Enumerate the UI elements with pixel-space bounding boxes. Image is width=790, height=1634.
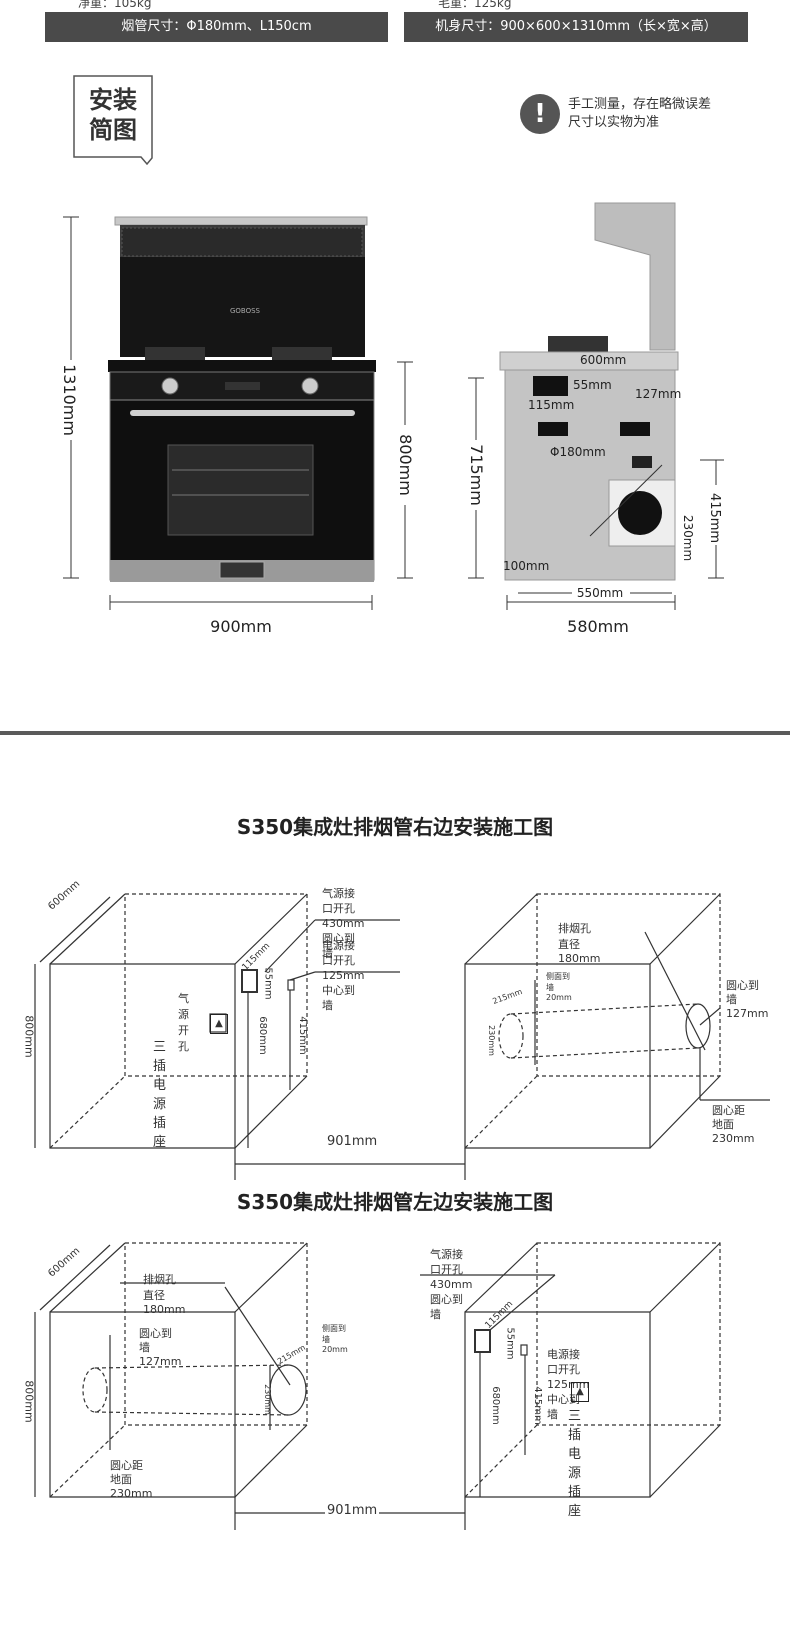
left-center-wall-l2: 127mm (139, 1355, 182, 1368)
section-divider (0, 731, 790, 735)
left-height-label: 800mm (22, 1380, 36, 1423)
left-install-diagram (34, 1242, 721, 1530)
side-depth-top-label: 600mm (580, 353, 626, 367)
left-power-hole-l1: 电源接口开孔 (547, 1348, 580, 1376)
right-gas-hole-l1: 气源接口开孔 (322, 887, 355, 915)
right-d680: 680mm (256, 1016, 268, 1055)
left-side-wall: 侧面到墙20mm (322, 1324, 348, 1354)
right-d55: 55mm (262, 967, 274, 1000)
body-size-bar: 机身尺寸：900×600×1310mm（长×宽×高） (404, 12, 748, 42)
notice-line-1: 手工测量，存在略微误差 (568, 97, 712, 112)
side-pipe-box-label: 230mm (681, 515, 695, 561)
side-pipe-center-label: 415mm (707, 493, 722, 543)
flue-size-bar: 烟管尺寸：Φ180mm、L150cm (45, 12, 388, 42)
left-gas-hole-l2: 430mm圆心到墙 (430, 1278, 473, 1321)
right-socket-label: 三插电源插座 (153, 1040, 167, 1150)
left-center-floor-l1: 圆心距地面 (110, 1459, 143, 1486)
right-power-hole-l1: 电源接口开孔 (322, 939, 355, 967)
product-dimension-drawing: GOBOSS 1310mm 800mm 900mm 600mm 55mm 115… (60, 202, 727, 636)
right-side-wall: 侧面到墙20mm (546, 972, 572, 1002)
left-center-floor-l2: 230mm (110, 1487, 153, 1500)
install-title: 安装 简图 (89, 86, 137, 144)
right-install-diagram (34, 893, 770, 1180)
side-inner-width-label: 550mm (577, 586, 623, 600)
left-d55: 55mm (504, 1327, 516, 1360)
front-body-height-label: 800mm (396, 434, 415, 496)
side-hole-w-label: 115mm (528, 398, 574, 412)
left-exhaust-dia: 排烟孔直径180mm (143, 1273, 186, 1316)
exclamation-icon: ! (520, 94, 560, 134)
left-d415: 415mm (531, 1386, 543, 1425)
notice-line-2: 尺寸以实物为准 (568, 115, 660, 130)
right-center-wall-l2: 127mm (726, 1007, 769, 1020)
side-depth-label: 580mm (567, 617, 629, 636)
right-gas-hole-l2: 430mm圆心到墙 (322, 917, 365, 960)
right-height-label: 800mm (22, 1015, 36, 1058)
right-exhaust-dia: 排烟孔直径180mm (558, 922, 601, 965)
right-power-hole-l2: 125mm中心到墙 (322, 969, 365, 1012)
side-hole-h-label: 55mm (573, 378, 612, 392)
right-d901: 901mm (325, 1134, 380, 1149)
left-d680: 680mm (489, 1386, 501, 1425)
left-d230: 230mm (262, 1384, 272, 1415)
left-socket-label: 三插电源插座 (568, 1409, 582, 1519)
power-socket-icon: ▲ (210, 1014, 228, 1034)
right-gas-label: 气源开孔 (178, 992, 189, 1053)
left-gas-hole-l1: 气源接口开孔 (430, 1248, 463, 1276)
left-center-wall-l1: 圆心到墙 (139, 1327, 172, 1354)
front-width-label: 900mm (210, 617, 272, 636)
weight-gross-text: 毛重：125kg (438, 0, 512, 10)
side-offset-label: 127mm (635, 387, 681, 401)
right-center-wall-l1: 圆心到墙 (726, 979, 759, 1006)
front-height-label: 1310mm (60, 364, 79, 436)
right-center-floor-l2: 230mm (712, 1132, 755, 1145)
weight-net-text: 净重：105kg (78, 0, 152, 10)
install-title-box: 安装 简图 (73, 75, 153, 165)
right-center-floor-l1: 圆心距地面 (712, 1104, 745, 1131)
side-pipe-dia-label: Φ180mm (550, 445, 606, 459)
right-install-title: S350集成灶排烟管右边安装施工图 (236, 815, 554, 839)
power-socket-icon: ▲ (571, 1382, 589, 1402)
side-total-height-label: 715mm (467, 444, 486, 506)
right-d415: 415mm (296, 1016, 308, 1055)
left-d901: 901mm (325, 1503, 380, 1518)
right-d230: 230mm (486, 1025, 496, 1056)
left-install-title: S350集成灶排烟管左边安装施工图 (236, 1190, 554, 1214)
brand-logo: GOBOSS (230, 307, 261, 315)
side-base-label: 100mm (503, 559, 549, 573)
